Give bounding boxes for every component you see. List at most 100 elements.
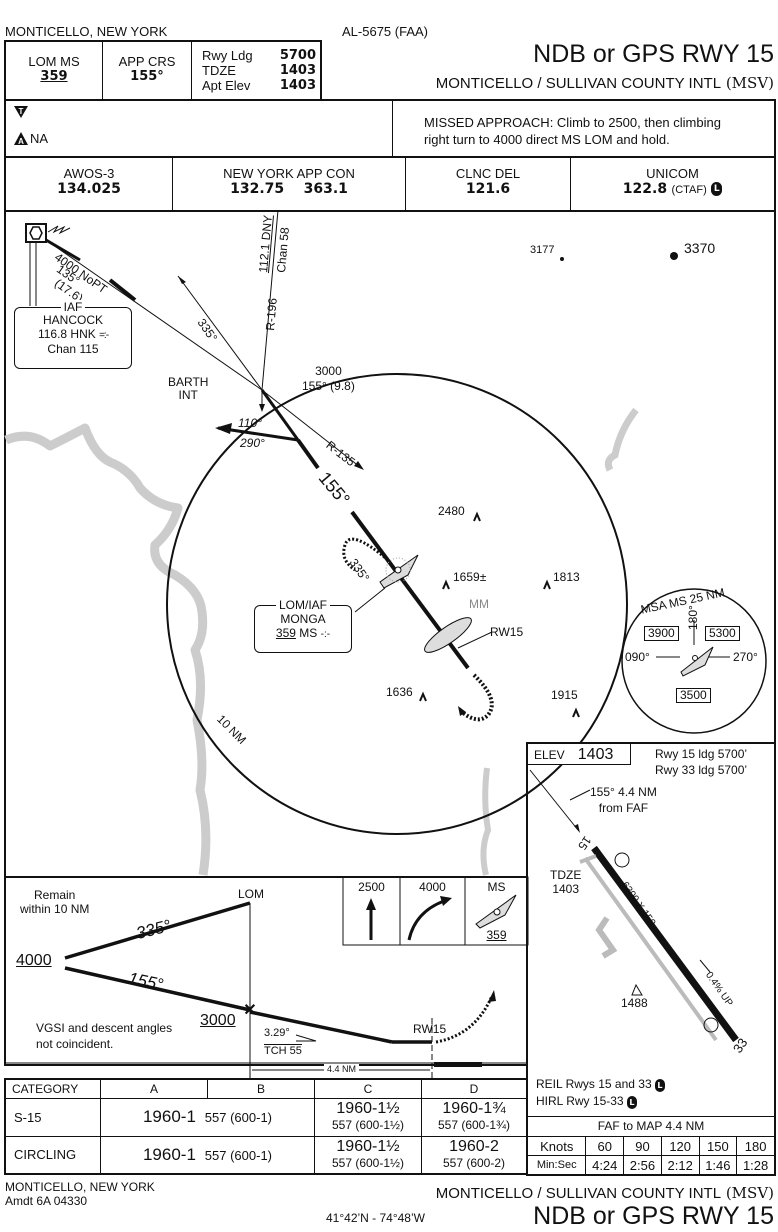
mda-vis: 1960-1½: [336, 1100, 400, 1117]
rwy-ldg-value: 5700: [279, 48, 316, 63]
elev-value: 1403: [577, 746, 614, 763]
lom-iaf-name: MONGA: [280, 612, 326, 626]
pt-altitude: 4000: [16, 952, 52, 969]
obstacle-elevation: 1659±: [453, 570, 487, 584]
airport-name: MONTICELLO / SULLIVAN COUNTY INTL: [435, 75, 722, 92]
unicom-freq-line: 122.8 (CTAF) L: [571, 181, 774, 197]
knots-value: 90: [623, 1136, 662, 1156]
obstacle-elevation: 1915: [551, 688, 578, 702]
msa-sector-ne: 5300: [705, 626, 740, 641]
footer-airport-line: MONTICELLO / SULLIVAN COUNTY INTL (MSV): [436, 1184, 774, 1202]
time-value: 2:12: [660, 1155, 700, 1175]
rwy15-ldg: Rwy 15 ldg 5700’: [655, 747, 748, 761]
spot-elevation: 3177: [530, 244, 555, 256]
header-a: A: [100, 1078, 208, 1099]
comm-freq: 132.75 363.1: [230, 181, 348, 197]
knots-value: 120: [660, 1136, 700, 1156]
parallel-taxiway: [579, 854, 718, 1042]
comm-freq: 122.8: [622, 181, 668, 197]
city-state: MONTICELLO, NEW YORK: [5, 24, 168, 39]
time-label: Min:Sec: [526, 1155, 587, 1175]
elev-label: ELEV: [534, 748, 565, 762]
obstacle-elevation: 2480: [438, 504, 465, 518]
ma-hold-fix: MS: [487, 880, 506, 894]
profile-lom: LOM: [238, 887, 265, 901]
minimums-header-row: CATEGORY A B C D: [4, 1078, 528, 1099]
hat-ceil-vis: 557 (600-1¾): [437, 1118, 511, 1132]
morse-code-icon: =:-: [99, 330, 109, 341]
comm-approach: NEW YORK APP CON 132.75 363.1: [173, 158, 406, 210]
app-crs-cell: APP CRS 155°: [103, 42, 192, 99]
comm-freq: 134.025: [57, 181, 121, 197]
notes-divider: [392, 101, 393, 156]
timing-title: FAF to MAP 4.4 NM: [527, 1116, 775, 1136]
timing-time-row: Min:Sec 4:24 2:56 2:12 1:46 1:28: [526, 1155, 775, 1175]
comm-label: CLNC DEL: [455, 166, 521, 181]
iaf-freq: 116.8 HNK =:-: [15, 327, 131, 343]
iaf-chan: Chan 115: [47, 342, 99, 356]
diagram-tdze: TDZE 1403: [550, 868, 581, 896]
ab-minimums: 1960-1 557 (600-1): [100, 1135, 315, 1175]
knots-value: 150: [698, 1136, 738, 1156]
footer-amendment: Amdt 6A 04330: [5, 1194, 88, 1208]
radial-r135: [261, 389, 361, 468]
obstacle-elevation: 1636: [386, 685, 413, 699]
final-course-arrow: [529, 769, 579, 831]
remain-line1: Remain: [34, 888, 76, 902]
hat-ceil-vis: 557 (600-1½): [331, 1118, 405, 1132]
airport-id: (MSV): [725, 74, 774, 92]
gradient-arrow: [699, 959, 711, 973]
apt-elev-value: 1403: [279, 78, 316, 93]
river-south: [480, 767, 492, 876]
msa-bearing-left: 090°: [625, 650, 650, 664]
missed-approach-line2: right turn to 4000 direct MS LOM and hol…: [424, 132, 670, 147]
procedure-turn-inbound: [217, 426, 299, 442]
comm-awos: AWOS-3 134.025: [6, 158, 173, 210]
lake-east: [604, 407, 639, 472]
radial-335: [177, 275, 263, 391]
airport-name-line: MONTICELLO / SULLIVAN COUNTY INTL (MSV): [436, 74, 774, 92]
runway-15-33: [591, 845, 739, 1043]
header-d: D: [421, 1078, 528, 1099]
rw15-label: RW15: [490, 625, 524, 639]
faf-altitude: 3000: [200, 1012, 236, 1029]
timing-knots-row: Knots 60 90 120 150 180: [526, 1136, 775, 1156]
lom-label: LOM MS: [28, 54, 80, 69]
time-value: 1:46: [698, 1155, 738, 1175]
msa-bearing-right: 270°: [733, 650, 758, 664]
footer-city-state: MONTICELLO, NEW YORK: [5, 1180, 155, 1194]
inbound-leg: [64, 966, 251, 1012]
descent-path: [249, 1010, 393, 1044]
feeder-route: [45, 239, 263, 391]
runway-landing-info: Rwy 15 ldg 5700’ Rwy 33 ldg 5700’: [655, 746, 747, 778]
apt-elev-label: Apt Elev: [202, 78, 251, 93]
barth-final-segment: [260, 389, 300, 441]
minimums-table: CATEGORY A B C D S-15 1960-1 557 (600-1)…: [4, 1078, 528, 1175]
iaf-hancock-box: IAF HANCOCK 116.8 HNK =:- Chan 115: [14, 300, 132, 369]
ctaf-label: (CTAF): [671, 184, 707, 196]
morse-code-icon: -:-: [320, 629, 331, 640]
diagram-tdze-value: 1403: [552, 882, 580, 896]
ab-minimums: 1960-1 557 (600-1): [100, 1097, 315, 1137]
arrow-335: [178, 276, 186, 284]
tdze-label: TDZE: [202, 63, 236, 78]
iaf-name: HANCOCK: [42, 313, 103, 327]
lighting-info: REIL Rwys 15 and 33 L HIRL Rwy 15-33 L: [536, 1076, 665, 1110]
mda-vis: 1960-1¾: [442, 1100, 506, 1117]
mda-vis: 1960-2: [449, 1137, 499, 1155]
knots-value: 180: [736, 1136, 775, 1156]
diagram-tdze-label: TDZE: [550, 868, 582, 882]
msa-center: [692, 655, 698, 661]
pilot-controlled-lighting-icon: L: [626, 1096, 637, 1109]
lom-iaf-freq: 359 MS -:-: [255, 626, 351, 642]
procedure-title: NDB or GPS RWY 15: [533, 40, 774, 68]
chart-id: AL-5675 (FAA): [342, 24, 428, 39]
comm-clearance: CLNC DEL 121.6: [406, 158, 571, 210]
rwy-values: 5700 1403 1403: [278, 48, 316, 93]
remain-within: Remain within 10 NM: [20, 888, 89, 916]
iaf-freq-id: 116.8 HNK: [37, 327, 96, 341]
iaf-title: IAF: [60, 300, 86, 314]
lom-freq: 359: [40, 69, 68, 84]
